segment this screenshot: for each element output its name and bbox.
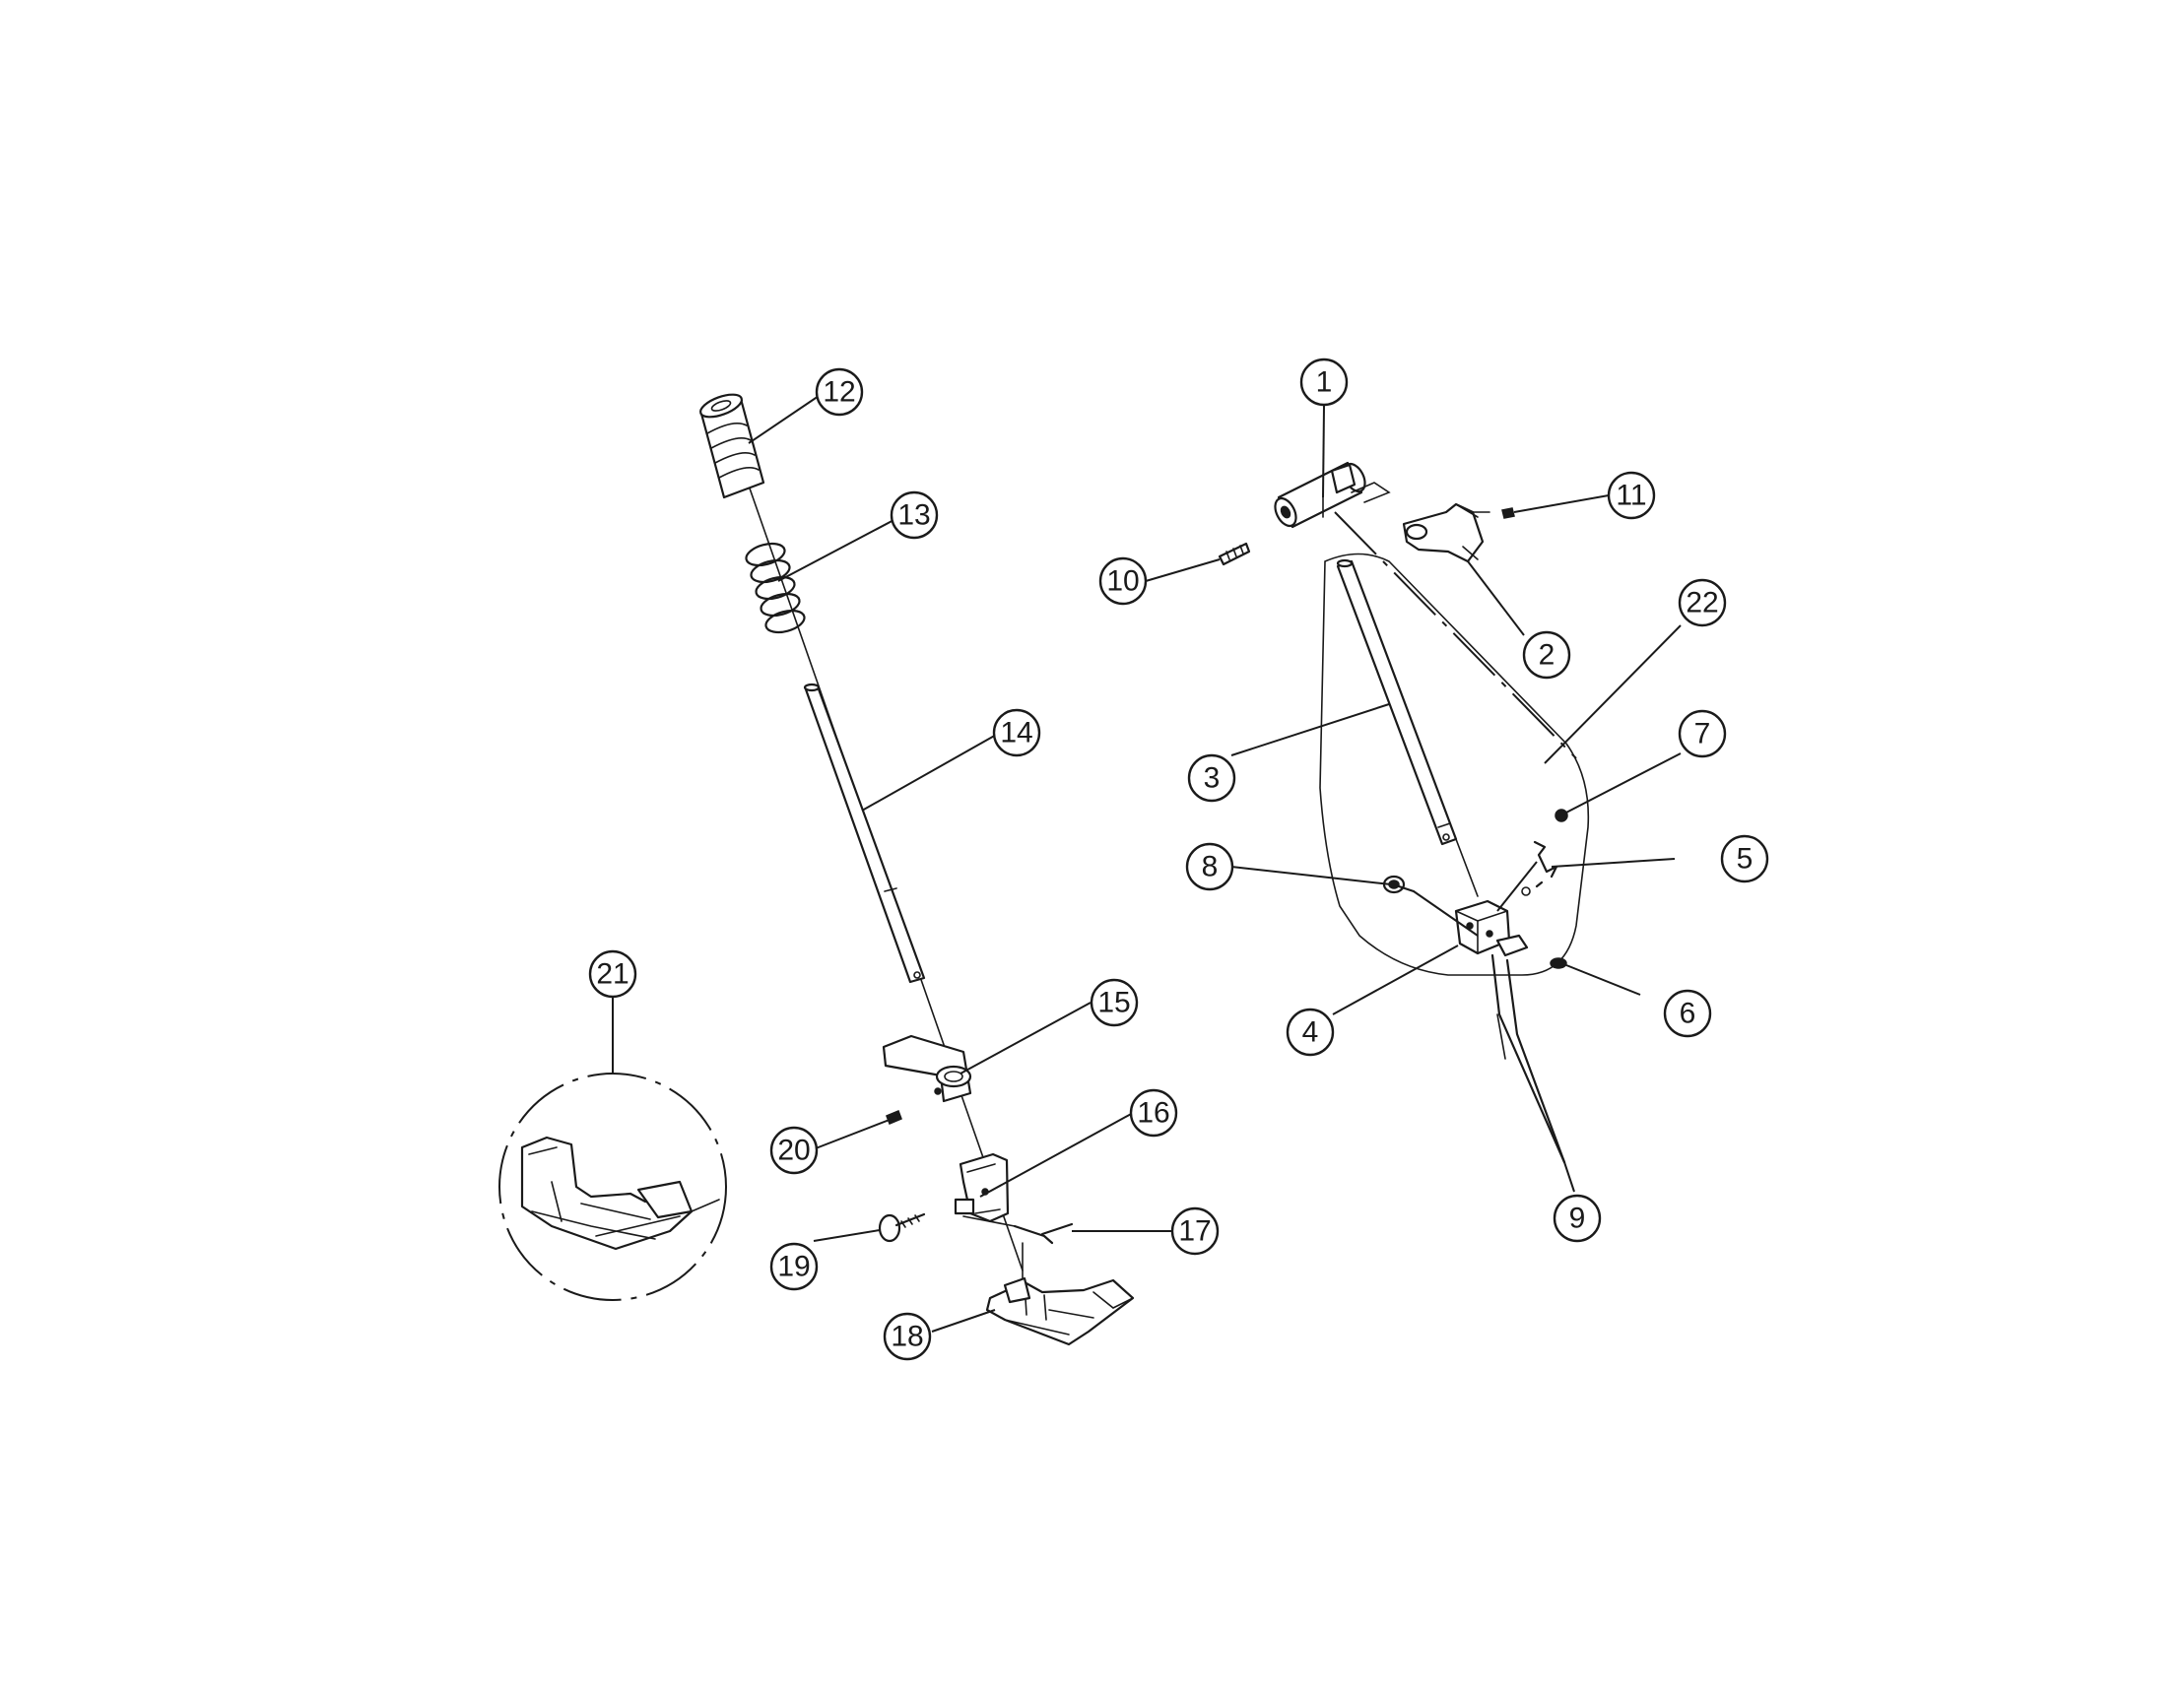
callout-17: 17 xyxy=(1170,1206,1220,1256)
svg-text:20: 20 xyxy=(777,1135,810,1167)
svg-text:15: 15 xyxy=(1097,987,1130,1019)
part-22-needle-bar-outline xyxy=(1319,553,1590,976)
part-5-thread-guide-wire xyxy=(1521,840,1558,896)
part-7-screw xyxy=(1555,809,1568,822)
callout-16: 16 xyxy=(1129,1088,1178,1138)
leader-lines xyxy=(748,391,1682,1333)
callout-22: 22 xyxy=(1678,578,1727,627)
callout-13: 13 xyxy=(890,490,939,540)
callout-18: 18 xyxy=(883,1312,932,1361)
callout-7: 7 xyxy=(1678,709,1727,758)
part-9-needles xyxy=(1490,953,1566,1164)
part-21-inset-view xyxy=(498,998,727,1301)
svg-text:6: 6 xyxy=(1680,998,1696,1030)
part-2-thread-guide xyxy=(1402,502,1490,563)
part-19-thumb-screw xyxy=(878,1212,926,1243)
part-14-presser-bar xyxy=(803,683,926,984)
callout-21: 21 xyxy=(588,949,637,999)
part-18-presser-foot xyxy=(985,1242,1135,1346)
callout-3: 3 xyxy=(1187,753,1236,803)
svg-text:18: 18 xyxy=(891,1321,923,1353)
part-1-needle-bar-connecting-stud xyxy=(1274,461,1391,529)
part-15-guide-bracket xyxy=(882,1034,972,1103)
svg-text:11: 11 xyxy=(1616,480,1646,512)
part-11-screw xyxy=(1501,507,1515,519)
svg-text:10: 10 xyxy=(1106,565,1139,598)
part-13-spring xyxy=(745,542,806,634)
svg-text:16: 16 xyxy=(1137,1097,1169,1130)
svg-text:1: 1 xyxy=(1316,366,1333,399)
svg-text:4: 4 xyxy=(1302,1016,1319,1049)
callout-14: 14 xyxy=(992,708,1041,757)
part-8-screw xyxy=(1382,875,1416,894)
svg-text:21: 21 xyxy=(596,958,629,991)
callout-12: 12 xyxy=(815,367,864,417)
presser-bar-assembly xyxy=(698,393,1135,1346)
callout-5: 5 xyxy=(1720,834,1769,883)
svg-text:14: 14 xyxy=(1000,717,1032,749)
svg-text:3: 3 xyxy=(1204,762,1221,795)
callout-10: 10 xyxy=(1098,556,1148,606)
callout-6: 6 xyxy=(1663,989,1712,1038)
needle-bar-assembly xyxy=(1218,461,1590,1164)
svg-text:9: 9 xyxy=(1569,1203,1586,1235)
part-4-needle-clamp xyxy=(1454,899,1529,957)
callout-20: 20 xyxy=(769,1126,819,1175)
part-6-set-screw xyxy=(1550,957,1567,969)
callout-2: 2 xyxy=(1522,630,1571,680)
svg-text:2: 2 xyxy=(1539,639,1555,672)
svg-text:13: 13 xyxy=(897,499,930,532)
part-10-screw xyxy=(1218,542,1251,566)
callout-11: 11 xyxy=(1607,471,1656,520)
svg-text:12: 12 xyxy=(823,376,855,409)
svg-text:8: 8 xyxy=(1202,851,1219,883)
svg-text:22: 22 xyxy=(1686,587,1718,619)
callout-1: 1 xyxy=(1299,358,1349,407)
callout-19: 19 xyxy=(769,1242,819,1291)
svg-text:5: 5 xyxy=(1737,843,1754,876)
callout-8: 8 xyxy=(1185,842,1234,891)
part-17-pin xyxy=(1013,1222,1074,1245)
svg-text:7: 7 xyxy=(1694,718,1711,750)
svg-text:19: 19 xyxy=(777,1251,810,1283)
svg-text:17: 17 xyxy=(1178,1215,1211,1248)
callout-9: 9 xyxy=(1553,1194,1602,1243)
callout-4: 4 xyxy=(1286,1008,1335,1057)
part-12-adjusting-screw xyxy=(698,393,765,499)
part-3-needle-bar xyxy=(1336,558,1479,897)
callout-15: 15 xyxy=(1090,978,1139,1027)
part-16-foot-shank xyxy=(954,1152,1016,1227)
